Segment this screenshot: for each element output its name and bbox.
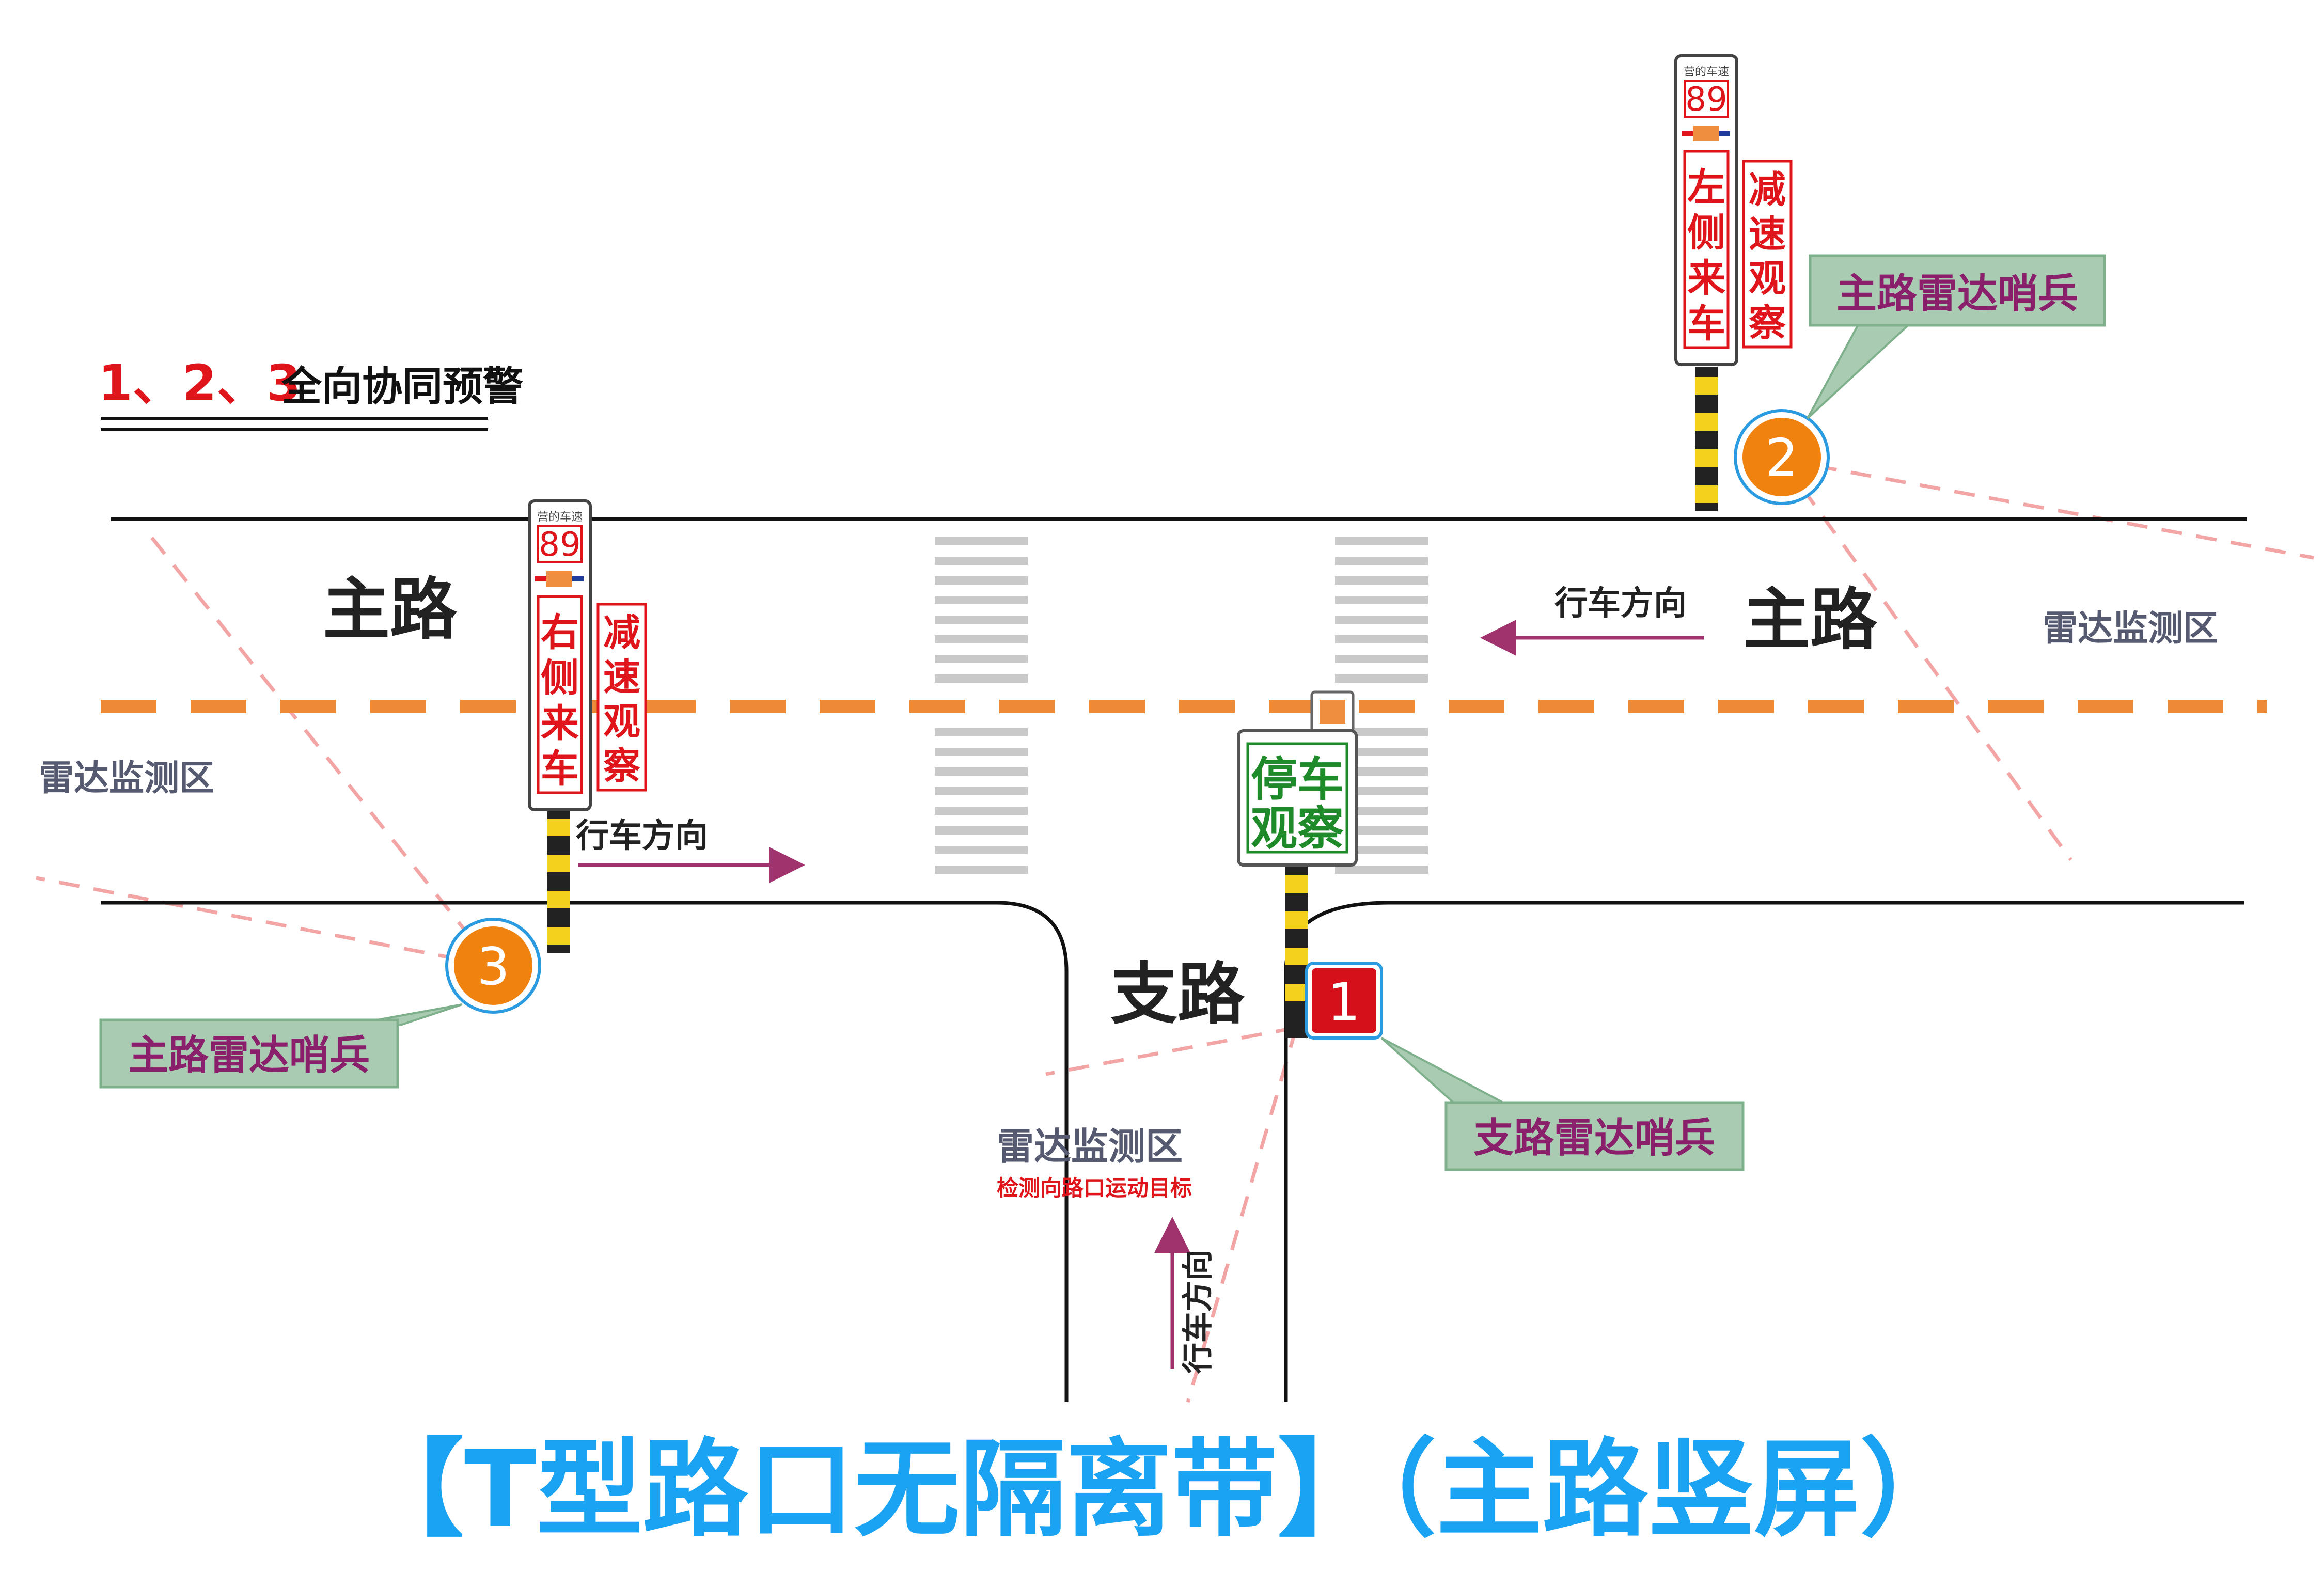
radar-line-s2-lower	[1780, 458, 2072, 861]
sentinel-3: 3	[445, 918, 541, 1014]
main-road-label-left: 主路	[323, 570, 458, 649]
callout-sentinel-1: 支路雷达哨兵	[1380, 1037, 1745, 1171]
svg-text:减: 减	[603, 611, 640, 654]
svg-text:察: 察	[1749, 301, 1786, 344]
sign-speed-value: 89	[1685, 81, 1727, 119]
radar-zone-label-left: 雷达监测区	[39, 758, 214, 799]
radar-zone-label-right: 雷达监测区	[2043, 608, 2218, 649]
legend-numbers: 1、2、3	[98, 354, 301, 412]
radar-zone-label-branch: 雷达监测区	[997, 1125, 1183, 1168]
main-road-sign-right-warning: 营的车速 89 右 侧 来 车 减 速 观 察	[528, 499, 647, 953]
sign-slow-panel	[1742, 160, 1793, 349]
svg-text:速: 速	[603, 655, 640, 699]
sign-speed-value: 89	[539, 526, 580, 564]
svg-text:来: 来	[1687, 256, 1725, 301]
sentinel-1: 1	[1305, 962, 1383, 1040]
sign-warning-lamp	[546, 571, 572, 587]
svg-text:右: 右	[541, 610, 579, 655]
radar-line-s1-down	[1186, 1027, 1298, 1403]
branch-road-label: 支路	[1110, 955, 1245, 1033]
direction-left-bound: 行车方向	[1480, 585, 1704, 656]
sign-speed-header: 营的车速	[1684, 66, 1729, 78]
sentinel-2-number: 2	[1765, 428, 1798, 488]
sentinel-1-badge	[1312, 968, 1376, 1033]
svg-text:减: 减	[1749, 168, 1786, 211]
main-road-bottom-right-curb	[1284, 901, 2244, 1402]
sign-warning-lamp	[1693, 126, 1719, 141]
radar-zone-branch-subtitle: 检测向路口运动目标	[997, 1175, 1192, 1201]
svg-text:来: 来	[541, 701, 579, 746]
svg-text:观: 观	[603, 700, 640, 743]
svg-text:车: 车	[541, 747, 579, 791]
svg-text:察: 察	[603, 744, 640, 788]
sign-speed-header: 营的车速	[537, 511, 583, 524]
svg-text:侧: 侧	[541, 656, 579, 700]
callout-sentinel-1-label: 支路雷达哨兵	[1473, 1115, 1715, 1161]
radar-line-s2-upper	[1781, 458, 2314, 560]
radar-detection-lines	[36, 458, 2314, 1403]
callout-sentinel-3-label: 主路雷达哨兵	[128, 1032, 370, 1079]
legend: 1、2、3 全向协同预警	[98, 354, 523, 431]
callout-sentinel-2: 主路雷达哨兵	[1807, 254, 2106, 419]
branch-road-stop-sign: 停车 观察	[1237, 690, 1358, 1038]
svg-text:车: 车	[1687, 302, 1725, 346]
callout-sentinel-2-label: 主路雷达哨兵	[1836, 271, 2078, 317]
sentinel-3-number: 3	[477, 936, 510, 997]
direction-up-bound: 行车方向	[1154, 1217, 1216, 1374]
crosswalk-right	[1335, 537, 1428, 874]
svg-text:观: 观	[1749, 257, 1786, 300]
radar-line-s3-upper	[146, 530, 495, 967]
sentinel-2-badge	[1742, 418, 1821, 496]
crosswalk-left	[935, 537, 1028, 874]
stop-sign-line1: 停车	[1251, 752, 1344, 807]
direction-label-left-bound: 行车方向	[1554, 585, 1687, 623]
sign-slow-panel	[596, 603, 647, 792]
radar-line-s1-left	[1045, 1026, 1297, 1076]
legend-text: 全向协同预警	[281, 364, 523, 410]
stop-sign-lamp	[1320, 700, 1345, 724]
sentinel-3-badge	[454, 926, 532, 1005]
main-road-bottom-left-curb	[101, 901, 1069, 1402]
main-road-label-right: 主路	[1743, 580, 1878, 659]
stop-sign-line2: 观察	[1251, 801, 1344, 856]
main-road-sign-left-warning: 营的车速 89 左 侧 来 车 减 速 观 察	[1674, 54, 1793, 511]
svg-text:侧: 侧	[1687, 211, 1725, 255]
footer-title: 【T型路口无隔离带】（主路竖屏）	[358, 1428, 1966, 1551]
direction-label-up-bound: 行车方向	[1180, 1250, 1216, 1374]
sentinel-1-number: 1	[1327, 972, 1360, 1032]
svg-text:速: 速	[1749, 212, 1786, 256]
callout-sentinel-3: 主路雷达哨兵	[99, 1003, 463, 1089]
direction-right-bound: 行车方向	[576, 817, 805, 883]
radar-line-s3-lower	[36, 876, 494, 968]
direction-label-right-bound: 行车方向	[576, 817, 708, 855]
sentinel-2: 2	[1734, 409, 1830, 505]
svg-text:左: 左	[1687, 165, 1725, 210]
